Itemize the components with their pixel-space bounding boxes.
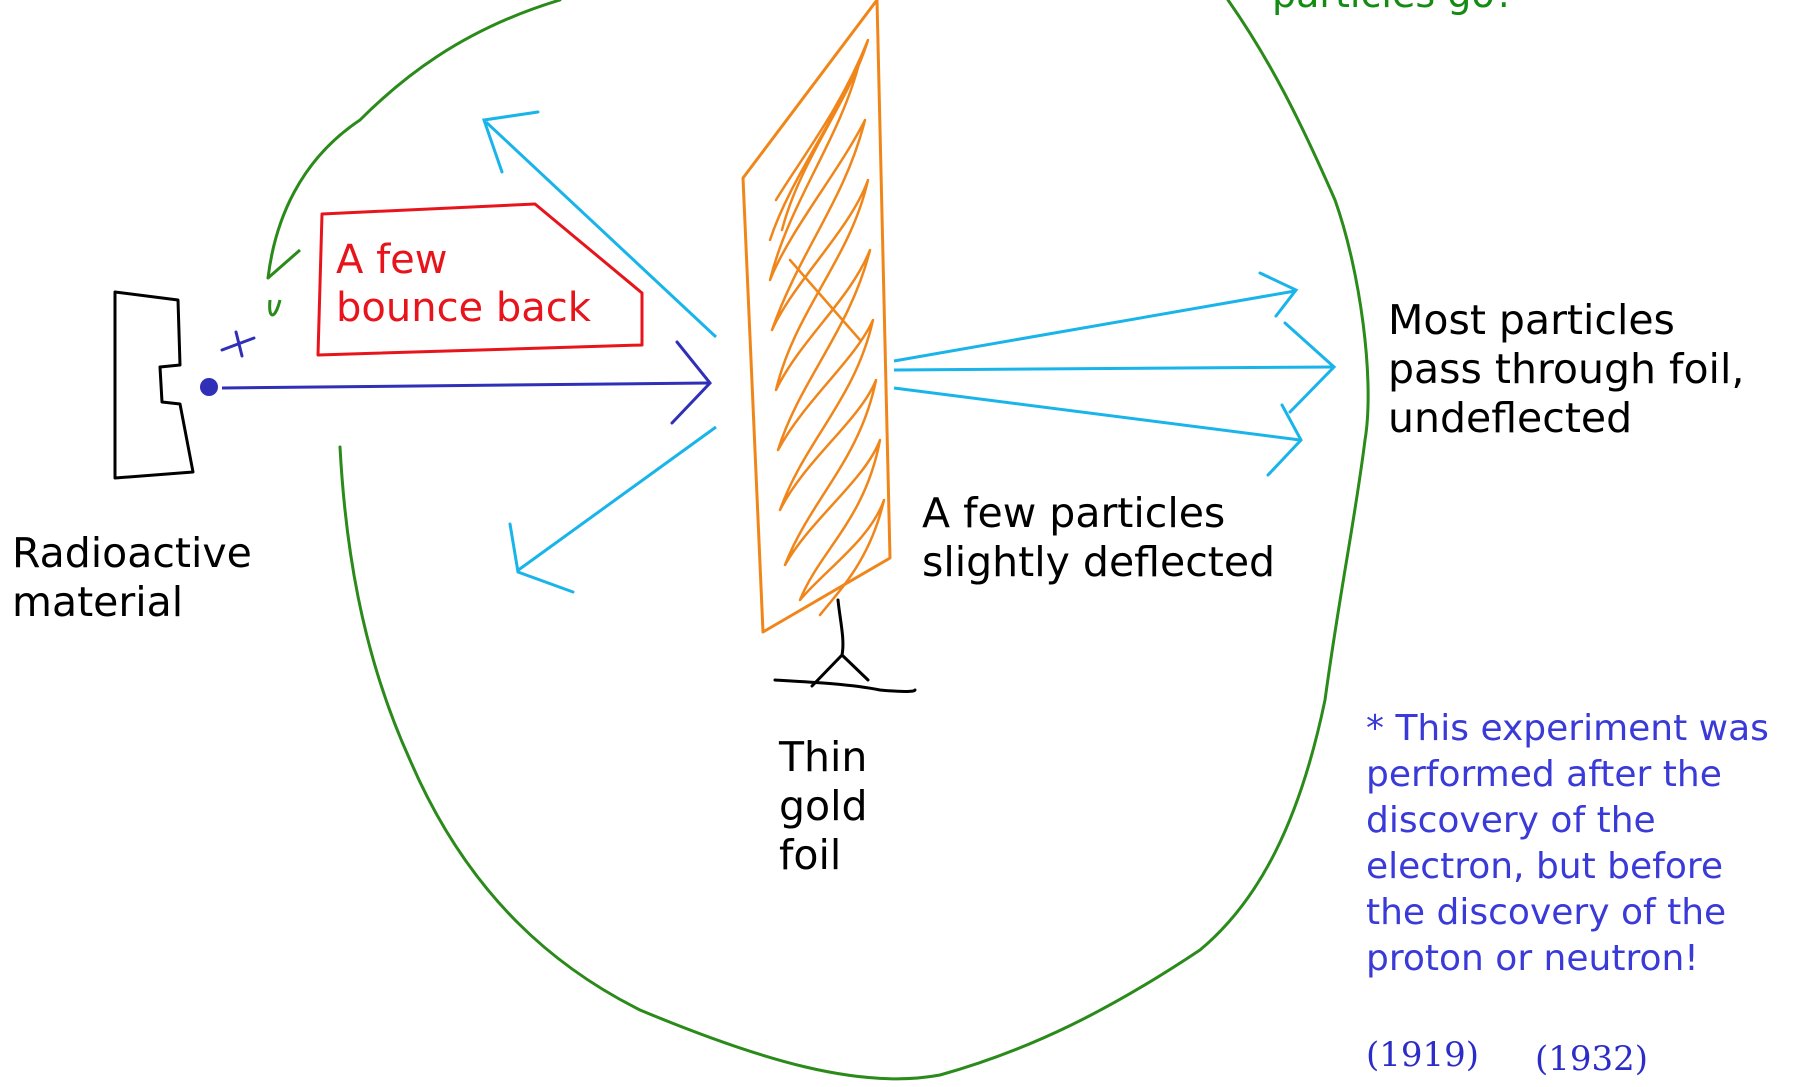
alpha-particle xyxy=(200,378,218,396)
year-1932-label: (1932) xyxy=(1535,1039,1649,1079)
deflect-ray-down xyxy=(893,386,1301,442)
most-pass-label: Most particles pass through foil, undefl… xyxy=(1388,296,1745,443)
radioactive-source xyxy=(113,290,195,480)
enclosure-outline xyxy=(266,0,1370,1081)
straight-ray-arrowhead xyxy=(1283,321,1337,414)
enclosure-outline-left-tick xyxy=(267,248,301,317)
deflect-ray-up-arrowhead xyxy=(1258,271,1299,318)
bounce-back-label: A few bounce back xyxy=(336,237,591,331)
radioactive-material-label: Radioactive material xyxy=(12,529,252,627)
top-partial-label: particles go? xyxy=(1272,0,1515,18)
plus-sign xyxy=(220,330,256,358)
incoming-beam xyxy=(221,381,709,390)
bounce-back-box xyxy=(316,202,644,357)
bounce-ray-down xyxy=(516,425,717,573)
foil-stand xyxy=(773,598,917,693)
gold-foil xyxy=(741,0,892,634)
bounce-ray-down-arrowhead xyxy=(508,522,575,594)
slightly-deflected-label: A few particles slightly deflected xyxy=(922,489,1276,587)
year-1919-label: (1919) xyxy=(1366,1035,1480,1075)
bounce-ray-up xyxy=(484,120,718,339)
experiment-note: * This experiment was performed after th… xyxy=(1366,708,1769,980)
incoming-beam-arrowhead xyxy=(670,340,712,425)
bounce-ray-up-arrowhead xyxy=(481,110,540,174)
straight-ray xyxy=(893,365,1334,372)
deflect-ray-up xyxy=(893,289,1296,363)
gold-foil-scribble xyxy=(768,38,886,617)
deflect-ray-down-arrowhead xyxy=(1266,403,1303,477)
gold-foil-label: Thin gold foil xyxy=(779,733,868,880)
